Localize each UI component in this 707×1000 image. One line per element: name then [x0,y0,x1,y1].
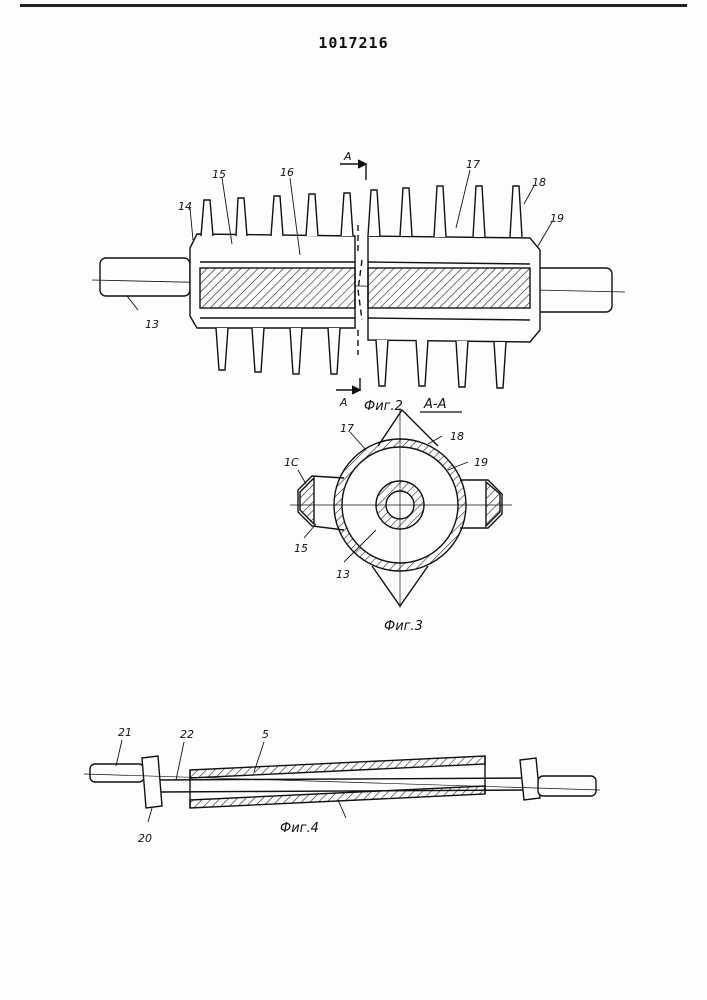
fig2-section-label-bottom: A [339,396,348,409]
fig2-section-label-top: A [343,150,352,163]
label-14: 14 [178,200,192,213]
label-19-fig2: 19 [550,212,564,225]
fig3-cross-section [290,408,512,608]
label-21: 21 [118,726,132,739]
fig4-right-collar [519,757,541,801]
fig4-caption: Фиг.4 [280,821,319,836]
fig4-tube-bottom-wall [189,785,486,809]
fig2-hatched-core-left [199,267,356,309]
fig4-left-collar [141,755,163,809]
label-22: 22 [180,728,194,741]
fig4-inner-shaft [159,777,531,793]
fig2-caption: Фиг.2 [364,399,403,414]
fig2-hatched-core-right [367,267,531,309]
label-17-fig3: 17 [340,422,354,435]
fig2-break-line [357,225,363,355]
fig3-top-spike [377,408,439,447]
fig2-roller-assembly [91,159,626,395]
label-15-fig3: 15 [294,542,308,555]
label-13-fig2: 13 [145,318,159,331]
label-1c: 1C [284,456,299,469]
fig2-top-spikes [200,185,523,238]
label-16: 16 [280,166,294,179]
fig2-shaft-left [99,257,191,297]
top-border-line [20,4,687,7]
fig4-tube-top-wall [189,755,486,779]
fig3-section-title: A-A [423,397,446,412]
fig3-caption: Фиг.3 [384,619,423,634]
fig4-inclined-shaft [83,739,601,823]
label-13-fig3: 13 [336,568,350,581]
label-15-fig2: 15 [212,168,226,181]
label-5: 5 [262,728,269,741]
label-17-fig2: 17 [466,158,480,171]
label-20: 20 [138,832,152,845]
fig4-left-stub [89,763,145,783]
label-18-fig3: 18 [450,430,464,443]
label-18-fig2: 18 [532,176,546,189]
patent-number: 1017216 [318,34,389,52]
fig2-bottom-spikes [215,327,507,389]
label-19-fig3: 19 [474,456,488,469]
fig4-right-stub [537,775,597,797]
